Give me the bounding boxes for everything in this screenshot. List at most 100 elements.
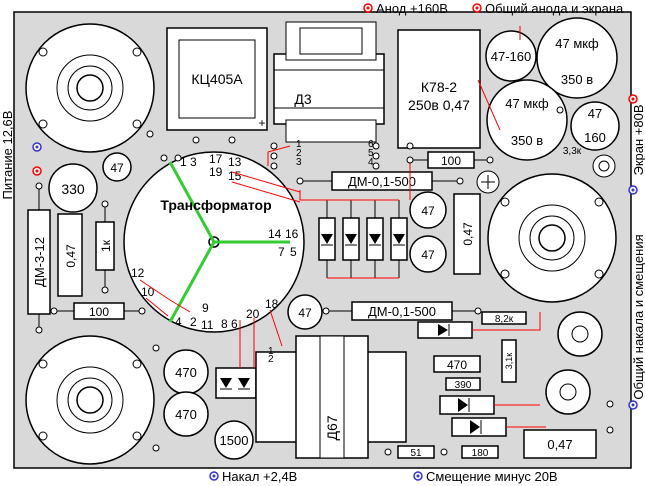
resistor-8k2: 8,2к [481,311,527,325]
resistor-1k: 1к [95,204,115,290]
svg-text:0,47: 0,47 [64,244,78,268]
resistor-100-left: 100 [54,302,142,320]
capacitor-330: 330 [48,163,98,213]
d3-pin-1: 1 [296,139,302,150]
k78-label-2: 250в 0,47 [408,97,470,113]
bridge-rectifier: КЦ405А + [166,27,268,131]
svg-text:9: 9 [202,301,209,315]
svg-text:47-160: 47-160 [491,49,531,64]
svg-text:ДМ-3-12: ДМ-3-12 [32,237,47,287]
svg-text:47: 47 [588,106,602,121]
capacitor-047-right: 0,47 [453,193,481,275]
capacitor-47-lower: 47 [287,294,323,330]
svg-text:1к: 1к [99,239,113,252]
tube-socket-bottom-left [25,335,155,465]
resistor-51: 51 [397,445,435,459]
choke-d67: Д67 1 2 [255,335,407,459]
tube-socket-top-left [25,23,155,153]
svg-text:Экран +80В: Экран +80В [631,104,645,175]
resistor-dm3-12: ДМ-3-12 [27,186,51,330]
k78-label-1: К78-2 [421,79,457,95]
svg-text:2: 2 [190,315,197,329]
d3-pin-2: 2 [296,148,302,159]
svg-text:47: 47 [421,248,435,262]
label-heater: Накал +2,4В [209,469,297,484]
svg-text:3: 3 [190,155,197,169]
svg-text:20: 20 [246,307,260,321]
svg-text:Общий анода и экрана: Общий анода и экрана [485,1,624,16]
resistor-390: 390 [445,377,481,391]
capacitor-1500: 1500 [214,420,254,460]
svg-text:15: 15 [228,169,242,183]
svg-text:51: 51 [410,448,422,459]
capacitor-k78: К78-2 250в 0,47 [397,29,481,149]
d3-pin-6: 6 [368,139,374,150]
resistor-180: 180 [461,445,499,459]
capacitor-47mkf-1: 47 мкф 350 в [536,17,618,99]
capacitor-047-bottom: 0,47 [523,429,597,459]
svg-text:1500: 1500 [220,433,249,448]
transformer-label: Трансформатор [160,197,271,213]
svg-text:390: 390 [455,380,472,391]
svg-text:100: 100 [89,305,109,319]
capacitor-047-left: 0,47 [57,213,83,297]
label-power: Питание 12,6В [0,111,42,200]
svg-text:0,47: 0,47 [461,222,475,246]
label-anode: Анод +160В [363,1,448,16]
d3-pin-3: 3 [296,157,302,168]
diode-stack [318,200,408,278]
svg-text:8,2к: 8,2к [495,314,514,325]
svg-text:Накал +2,4В: Накал +2,4В [222,469,297,484]
bridge-plus: + [258,116,265,130]
svg-text:12: 12 [131,266,145,280]
capacitor-47mkf-2: 47 мкф 350 в [486,79,568,161]
svg-text:470: 470 [175,365,197,380]
svg-text:7: 7 [278,245,285,259]
svg-text:10: 10 [141,285,155,299]
label-common-anode-screen: Общий анода и экрана [472,1,624,16]
svg-text:1: 1 [268,346,274,357]
capacitor-47-left: 47 [102,152,132,182]
diode-pair [215,367,257,399]
transformer: Трансформатор 1 3 17 19 13 15 14 16 7 5 … [123,151,305,333]
choke-d67-label: Д67 [324,415,340,440]
capacitor-470-b: 470 [163,391,209,437]
small-socket-right [476,154,616,194]
svg-text:8: 8 [221,317,228,331]
svg-text:0,47: 0,47 [547,437,572,452]
capacitor-47-160-small: 47 160 [570,101,620,151]
svg-text:350 в: 350 в [511,133,543,148]
svg-text:18: 18 [265,297,279,311]
svg-text:ДМ-0,1-500: ДМ-0,1-500 [348,174,416,189]
svg-text:1: 1 [180,155,187,169]
diode-upper-right [417,321,473,339]
svg-text:16: 16 [285,227,299,241]
choke-dm01-bottom: ДМ-0,1-500 [326,301,478,321]
label-screen: Экран +80В [628,94,645,176]
svg-text:5: 5 [290,245,297,259]
svg-text:Питание 12,6В: Питание 12,6В [0,111,15,200]
svg-text:Общий накала и смещения: Общий накала и смещения [631,234,645,399]
pads [35,106,614,456]
svg-text:11: 11 [201,318,214,332]
svg-text:330: 330 [61,181,85,197]
svg-text:470: 470 [447,358,467,372]
svg-text:3,3к: 3,3к [563,146,582,157]
capacitor-47-mid-a: 47 [409,191,447,229]
svg-text:17: 17 [209,152,223,166]
tube-socket-right [487,173,617,303]
resistor-470: 470 [433,355,481,373]
red-wiring [139,26,546,428]
svg-text:ДМ-0,1-500: ДМ-0,1-500 [368,304,436,319]
d3-pin-4: 4 [368,157,374,168]
label-bias: Смещение минус 20В [413,469,558,484]
svg-text:350 в: 350 в [561,72,593,87]
diode-mid-right [439,395,495,415]
trimmers [545,311,603,415]
svg-text:3,1к: 3,1к [504,353,514,370]
bridge-label: КЦ405А [191,71,243,87]
label-common-heater-bias: Общий накала и смещения [628,185,645,410]
svg-text:47: 47 [110,161,124,175]
choke-d3: Д3 1 2 3 6 5 4 [273,21,385,168]
